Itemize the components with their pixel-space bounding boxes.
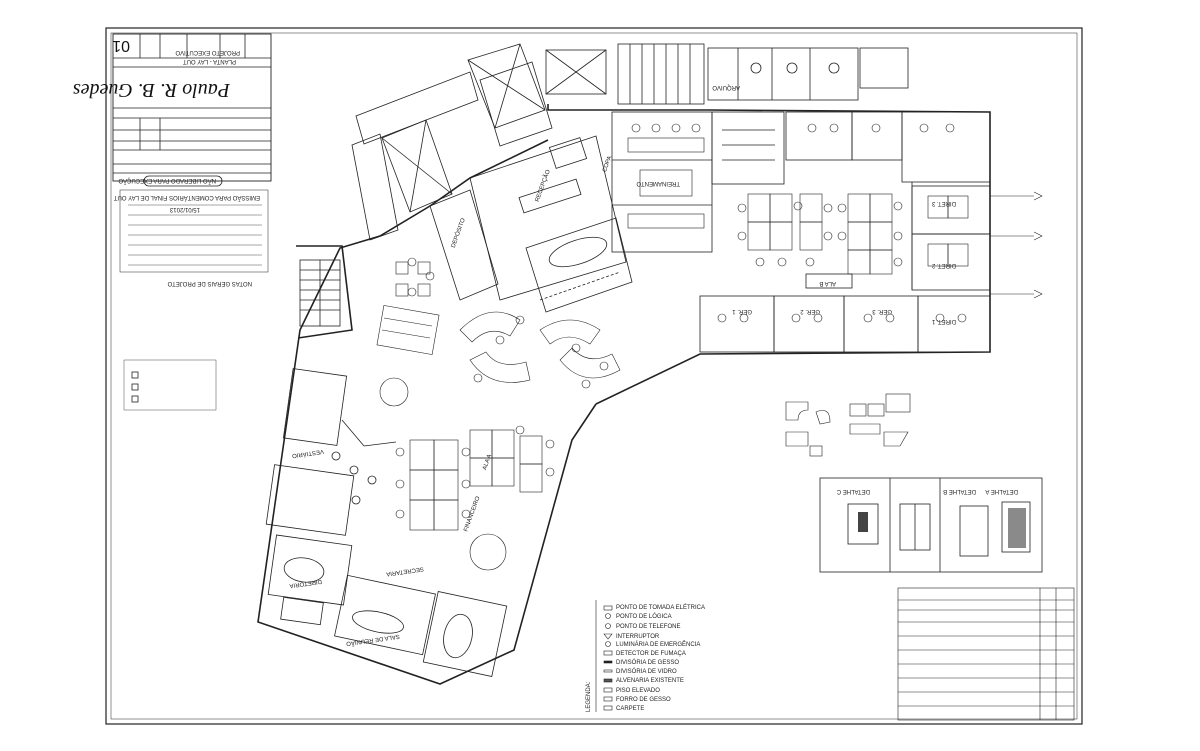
legend-title: LEGENDA: — [586, 681, 592, 712]
room-labels: ALA A ALA B RECEPÇÃO SECRETARIA FINANCEI… — [289, 84, 956, 647]
legend-item: DIVISÓRIA DE GESSO — [616, 659, 679, 666]
label-financeiro: FINANCEIRO — [463, 495, 481, 532]
sheet-number: 01 — [112, 37, 130, 54]
label-arquivo: ARQUIVO — [712, 84, 740, 90]
architect-name: Paulo R. B. Guedes — [73, 79, 231, 101]
label-detalhe-a: DETALHE A — [985, 488, 1018, 494]
revision-note: EMISSÃO PARA COMENTÁRIOS FINAL DE LAY OU… — [114, 194, 260, 201]
notes-title: NOTAS GERAIS DE PROJETO — [167, 280, 252, 286]
drawing-name: PLANTA - LAY OUT — [183, 58, 236, 64]
project-phase: PROJETO EXECUTIVO — [175, 49, 240, 55]
sheet-inner-border — [110, 32, 1078, 720]
label-copa: COPA — [602, 155, 613, 173]
tower-shafts — [351, 43, 553, 241]
workstations-ala-b — [627, 123, 969, 323]
building-outline — [257, 104, 991, 685]
legend-item: CARPETE — [616, 706, 644, 712]
legend-item: PONTO DE TELEFONE — [616, 624, 680, 630]
label-ala-a: ALA A — [482, 454, 493, 471]
status-text: NÃO LIBERADO PARA EXECUÇÃO — [118, 177, 216, 184]
label-ger-2: GER. 2 — [800, 308, 820, 314]
title-block — [112, 33, 272, 187]
lower-offices — [265, 368, 508, 677]
legend-block — [595, 600, 613, 712]
sheet-border — [105, 27, 1083, 725]
label-ger-1: GER. 1 — [732, 308, 752, 314]
label-recepcao: RECEPÇÃO — [534, 168, 552, 202]
label-deposito: DEPÓSITO — [450, 217, 467, 249]
legend-item: PONTO DE TOMADA ELÉTRICA — [616, 604, 705, 611]
label-ger-3: GER. 3 — [872, 308, 892, 314]
workstations-ala-a — [379, 257, 621, 571]
label-detalhe-c: DETALHE C — [836, 488, 870, 494]
legend-item: PISO ELEVADO — [616, 688, 660, 694]
ala-b-partitions — [611, 111, 991, 353]
legend-item: INTERRUPTOR — [616, 634, 660, 640]
label-diretoria: DIRETORIA — [289, 578, 322, 588]
legend-item: PONTO DE LÓGICA — [616, 613, 672, 620]
lounge-tables — [376, 261, 440, 355]
label-treinamento: TREINAMENTO — [636, 180, 680, 186]
revision-table — [897, 587, 1075, 721]
legend-item: LUMINÁRIA DE EMERGÊNCIA — [616, 640, 700, 648]
legend-item: DIVISÓRIA DE VIDRO — [616, 668, 677, 675]
central-zone — [429, 135, 633, 313]
legend-item: DETECTOR DE FUMAÇA — [616, 651, 686, 657]
legend-item: FORRO DE GESSO — [616, 697, 671, 703]
label-dir-2: DIRET. 2 — [931, 262, 956, 268]
notes-block — [119, 189, 269, 411]
label-dir-1: DIRET. 1 — [931, 318, 956, 324]
section-marks — [990, 191, 1043, 299]
detail-labels: DETALHE A DETALHE B DETALHE C — [836, 488, 1018, 494]
issue-date: 15/01/2013 — [169, 206, 200, 212]
label-secretaria: SECRETARIA — [386, 565, 424, 576]
label-detalhe-b: DETALHE B — [943, 488, 976, 494]
furniture-details — [785, 393, 911, 457]
staircase-left — [299, 259, 341, 327]
legend-item: ALVENARIA EXISTENTE — [616, 678, 684, 684]
legend-texts: LEGENDA: PONTO DE TOMADA ELÉTRICA PONTO … — [586, 604, 705, 712]
label-sala-reuniao: SALA DE REUNIÃO — [345, 633, 400, 647]
label-dir-3: DIRET. 3 — [931, 200, 956, 206]
label-ala-b: ALA B — [819, 280, 836, 286]
details-box — [819, 477, 1043, 573]
title-texts: 01 Paulo R. B. Guedes PROJETO EXECUTIVO … — [73, 37, 260, 286]
building-core — [545, 43, 909, 105]
label-vestiario: VESTIÁRIO — [291, 448, 324, 459]
